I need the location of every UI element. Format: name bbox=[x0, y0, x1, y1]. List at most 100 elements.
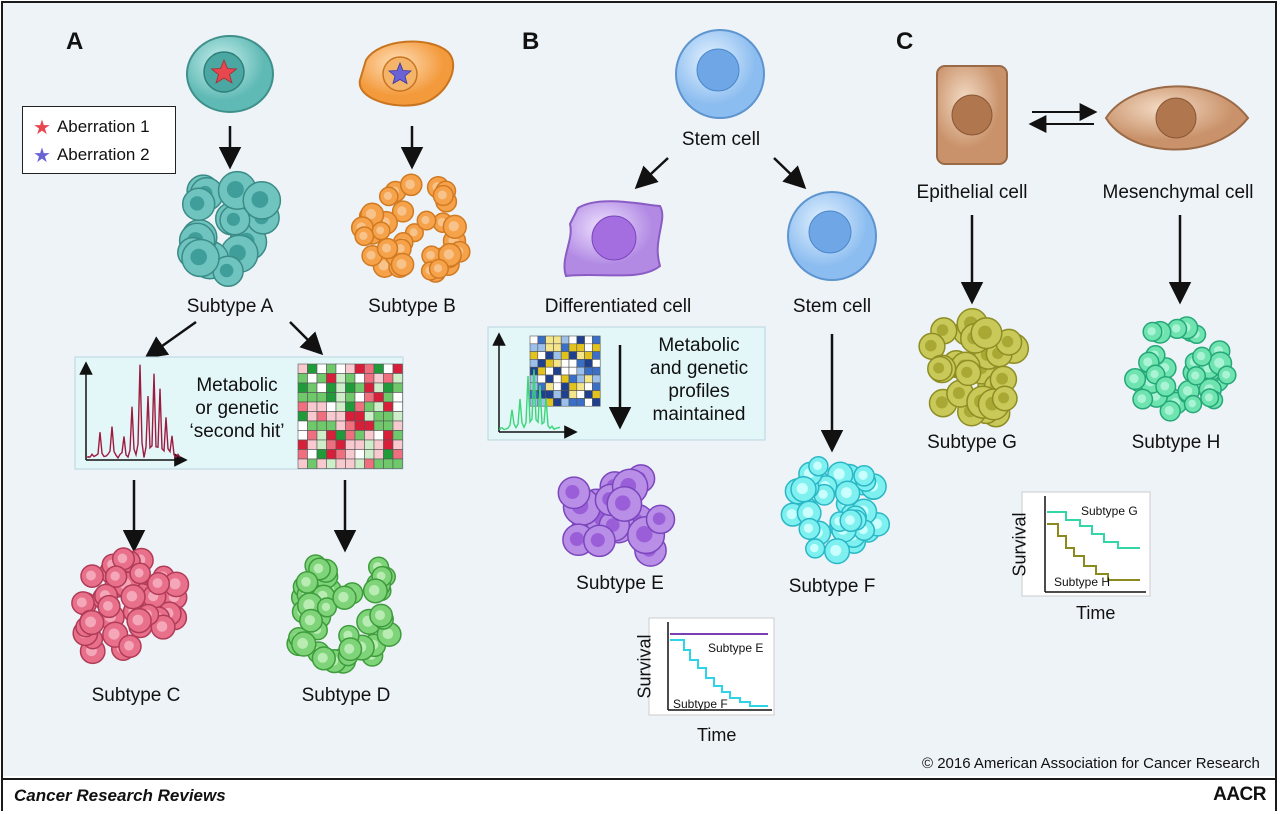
chart-b-series-e-label: Subtype E bbox=[708, 641, 764, 655]
heatmap-cell bbox=[373, 392, 384, 403]
cell-nucleus bbox=[396, 244, 405, 253]
heatmap-cell bbox=[345, 382, 356, 393]
cell-nucleus bbox=[301, 577, 311, 587]
cell-nucleus bbox=[802, 507, 814, 518]
heatmap-cell bbox=[560, 343, 570, 352]
heatmap-cell bbox=[584, 343, 593, 352]
heatmap-cell bbox=[326, 411, 337, 422]
heatmap-cell bbox=[545, 374, 554, 384]
cell-nucleus bbox=[226, 212, 240, 226]
heatmap-cell bbox=[345, 420, 356, 431]
survival-chart-c bbox=[1021, 491, 1151, 597]
cell-nucleus bbox=[803, 523, 814, 533]
heatmap-cell bbox=[345, 449, 356, 460]
cell-nucleus bbox=[1214, 357, 1225, 368]
cell-nucleus bbox=[103, 601, 113, 611]
cell-nucleus bbox=[304, 615, 315, 626]
heatmap-cell bbox=[364, 411, 375, 422]
cell-nucleus bbox=[1172, 324, 1181, 333]
heatmap-cell bbox=[392, 420, 403, 431]
heatmap-cell bbox=[392, 401, 403, 412]
heatmap-cell bbox=[316, 420, 327, 431]
cell-nucleus bbox=[426, 250, 435, 260]
second-hit-box bbox=[74, 356, 404, 470]
cell-nucleus bbox=[365, 208, 377, 220]
orange-founder-cell bbox=[358, 40, 455, 107]
heatmap-cell bbox=[307, 430, 318, 441]
cell-nucleus bbox=[366, 250, 376, 260]
heatmap-cell bbox=[392, 392, 403, 403]
legend-item-aberration-2: ★Aberration 2 bbox=[33, 145, 150, 167]
heatmap-cell bbox=[354, 401, 365, 412]
heatmap-cell bbox=[392, 382, 403, 393]
heatmap-cell bbox=[316, 392, 327, 403]
cell-nucleus bbox=[810, 543, 819, 553]
cell-nucleus bbox=[344, 643, 355, 654]
heatmap-cell bbox=[560, 382, 570, 391]
panel-c-graphics bbox=[918, 65, 1250, 597]
heatmap-cell bbox=[373, 439, 384, 450]
heatmap-cell bbox=[307, 458, 318, 469]
subtype-b-label: Subtype B bbox=[368, 296, 456, 317]
heatmap-cell bbox=[316, 439, 327, 450]
heatmap-cell bbox=[592, 366, 601, 376]
heatmap-cell bbox=[354, 411, 365, 422]
chart-b-xlabel: Time bbox=[697, 725, 737, 745]
heatmap-cell bbox=[335, 449, 346, 460]
heatmap-cell bbox=[537, 374, 546, 384]
heatmap-cell bbox=[345, 401, 356, 412]
cell-nucleus bbox=[110, 571, 120, 581]
second-hit-text: Metabolic or genetic ‘second hit’ bbox=[189, 375, 285, 442]
cell-nucleus bbox=[615, 495, 631, 511]
cell-nucleus bbox=[936, 324, 949, 336]
heatmap-cell bbox=[326, 449, 337, 460]
cell-nucleus bbox=[126, 590, 138, 602]
cell-nucleus bbox=[421, 216, 430, 225]
heatmap-cell bbox=[392, 430, 403, 441]
cell-nucleus bbox=[443, 249, 454, 260]
heatmap-cell bbox=[568, 374, 578, 384]
heatmap-cell bbox=[345, 392, 356, 403]
heatmap-cell bbox=[529, 359, 539, 368]
heatmap-cell bbox=[364, 420, 375, 431]
cell-nucleus bbox=[833, 468, 845, 480]
heatmap-cell bbox=[553, 366, 562, 376]
heatmap-cell bbox=[383, 382, 394, 393]
cell-nucleus bbox=[297, 638, 308, 649]
subtype-f-cell-cluster bbox=[780, 455, 891, 565]
subtype-d-cell-cluster bbox=[286, 554, 402, 674]
heatmap-cell bbox=[584, 390, 593, 399]
copyright-notice: © 2016 American Association for Cancer R… bbox=[922, 755, 1260, 772]
heatmap-cell bbox=[345, 363, 356, 374]
profiles-box bbox=[487, 326, 766, 441]
heatmap-cell bbox=[568, 359, 578, 368]
heatmap-cell bbox=[297, 420, 308, 431]
heatmap-cell bbox=[373, 373, 384, 384]
differentiated-cell-label: Differentiated cell bbox=[544, 296, 692, 317]
cell-nucleus bbox=[251, 191, 269, 208]
cell-nucleus bbox=[85, 616, 96, 628]
subtype-g-curve bbox=[1047, 511, 1140, 549]
heatmap-cell bbox=[345, 430, 356, 441]
chart-c-series-h-label: Subtype H bbox=[1054, 575, 1111, 589]
heatmap-cell bbox=[584, 382, 593, 391]
heatmap-cell bbox=[364, 373, 375, 384]
epithelial-cell bbox=[936, 65, 1008, 165]
heatmap-cell bbox=[383, 373, 394, 384]
red-star-icon: ★ bbox=[33, 117, 51, 139]
heatmap-cell bbox=[297, 458, 308, 469]
cell-nucleus bbox=[382, 628, 394, 640]
profiles-text: Metabolic and genetic profiles maintaine… bbox=[649, 335, 749, 425]
heatmap-cell bbox=[383, 430, 394, 441]
subtype-f-label: Subtype F bbox=[788, 576, 876, 597]
cell-nucleus bbox=[433, 264, 443, 273]
subtype-a-cell-cluster bbox=[177, 170, 282, 287]
cell-nucleus bbox=[226, 181, 244, 198]
heatmap-cell bbox=[307, 373, 318, 384]
cell-nucleus bbox=[830, 545, 842, 556]
cell-nucleus bbox=[86, 570, 96, 581]
cell-nucleus bbox=[652, 512, 666, 525]
heatmap-cell bbox=[545, 359, 554, 368]
cell-nucleus bbox=[1182, 386, 1193, 396]
